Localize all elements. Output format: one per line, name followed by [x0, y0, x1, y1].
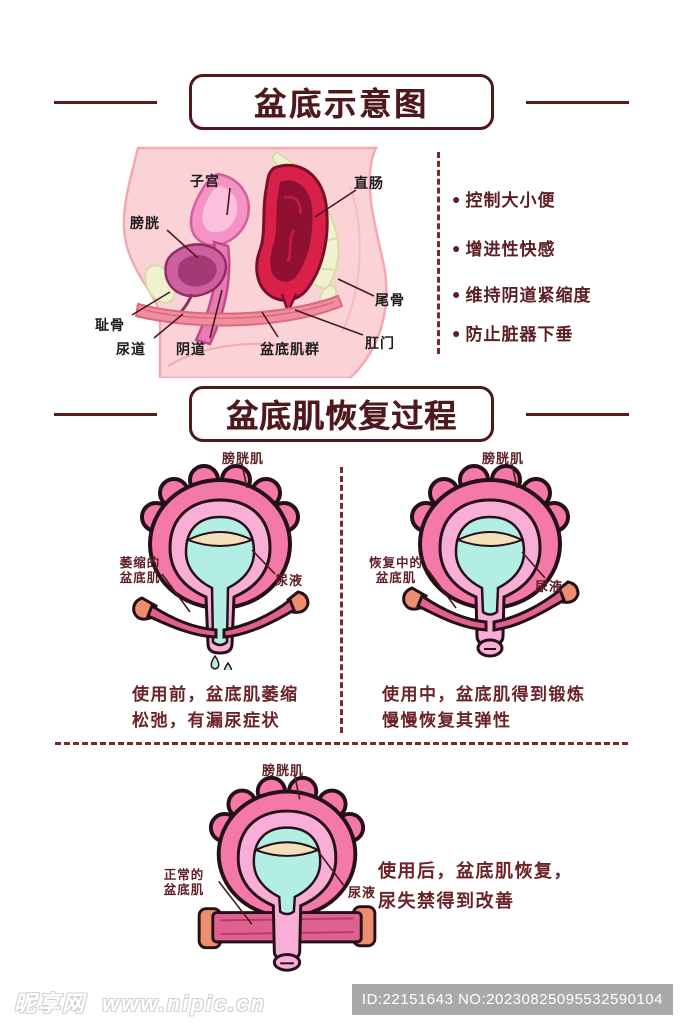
label-rectum: 直肠 [354, 175, 384, 191]
benefit-text: 控制大小便 [465, 191, 556, 210]
id-watermark-badge: ID:22151643 NO:20230825095532590104 [351, 984, 673, 1015]
header-line-right [526, 100, 629, 104]
stage-before-floor-label: 萎缩的 盆底肌 [119, 556, 161, 585]
header-line-left [54, 412, 157, 416]
stage-after-caption: 使用后，盆底肌恢复， 尿失禁得到改善 [378, 861, 573, 911]
benefit-item: ● 控制大小便 [452, 186, 555, 211]
label-coccyx: 尾骨 [375, 292, 405, 308]
section1-title-box: 盆底示意图 [189, 74, 494, 130]
stage-during-floor-label: 恢复中的 盆底肌 [368, 556, 423, 585]
header-line-left [54, 100, 157, 104]
benefits-list: ● 控制大小便 ● 增进性快感 ● 维持阴道紧缩度 ● 防止脏器下垂 [452, 186, 672, 351]
site-url: www.nipic.cn [102, 991, 266, 1016]
bladder-stage-during-illustration [402, 463, 580, 658]
stage-before-bladder-muscle-label: 膀胱肌 [222, 451, 265, 466]
stage-during-urine-label: 尿液 [535, 579, 564, 594]
label-uterus: 子宫 [190, 173, 220, 189]
section2-title: 盆底肌恢复过程 [225, 398, 457, 434]
benefit-text: 防止脏器下垂 [465, 325, 574, 344]
stage-before-caption: 使用前，盆底肌萎缩 松弛，有漏尿症状 [132, 685, 299, 730]
bullet-icon: ● [452, 324, 462, 341]
bullet-icon: ● [452, 239, 462, 256]
benefit-item: ● 维持阴道紧缩度 [452, 281, 591, 306]
label-bladder: 膀胱 [130, 215, 160, 231]
section1-title: 盆底示意图 [253, 86, 429, 122]
bullet-icon: ● [452, 190, 462, 207]
stage-after-urine-label: 尿液 [348, 885, 377, 900]
stage-divider-horizontal [55, 742, 628, 745]
site-name: 昵享网 [14, 991, 87, 1016]
section2-header: 盆底肌恢复过程 [0, 386, 683, 442]
section1-header: 盆底示意图 [0, 74, 683, 130]
label-anus: 肛门 [365, 335, 395, 351]
benefit-item: ● 防止脏器下垂 [452, 320, 573, 345]
section2-title-box: 盆底肌恢复过程 [189, 386, 494, 442]
label-urethra: 尿道 [116, 341, 146, 357]
site-watermark: 昵享网 www.nipic.cn [14, 986, 266, 1018]
label-pelvic-floor: 盆底肌群 [260, 341, 320, 357]
pelvic-anatomy-illustration [122, 146, 388, 378]
id-watermark-text: ID:22151643 NO:20230825095532590104 [361, 991, 663, 1008]
benefit-text: 增进性快感 [465, 240, 556, 259]
stage-before-urine-label: 尿液 [275, 573, 304, 588]
label-vagina: 阴道 [176, 341, 206, 357]
stage-during-caption: 使用中，盆底肌得到锻炼 慢慢恢复其弹性 [382, 685, 586, 730]
stage-during-bladder-muscle-label: 膀胱肌 [482, 451, 525, 466]
section1-divider [437, 152, 440, 354]
bladder-stage-before-illustration [132, 463, 310, 670]
bullet-icon: ● [452, 285, 462, 302]
label-pubis: 耻骨 [95, 317, 125, 333]
stage-after-floor-label: 正常的 盆底肌 [163, 868, 205, 897]
stage-divider-vertical [340, 467, 343, 733]
benefit-text: 维持阴道紧缩度 [465, 286, 592, 305]
benefit-item: ● 增进性快感 [452, 235, 555, 260]
bladder-stage-after-illustration [197, 775, 377, 972]
stage-after-bladder-muscle-label: 膀胱肌 [262, 763, 305, 778]
header-line-right [526, 412, 629, 416]
